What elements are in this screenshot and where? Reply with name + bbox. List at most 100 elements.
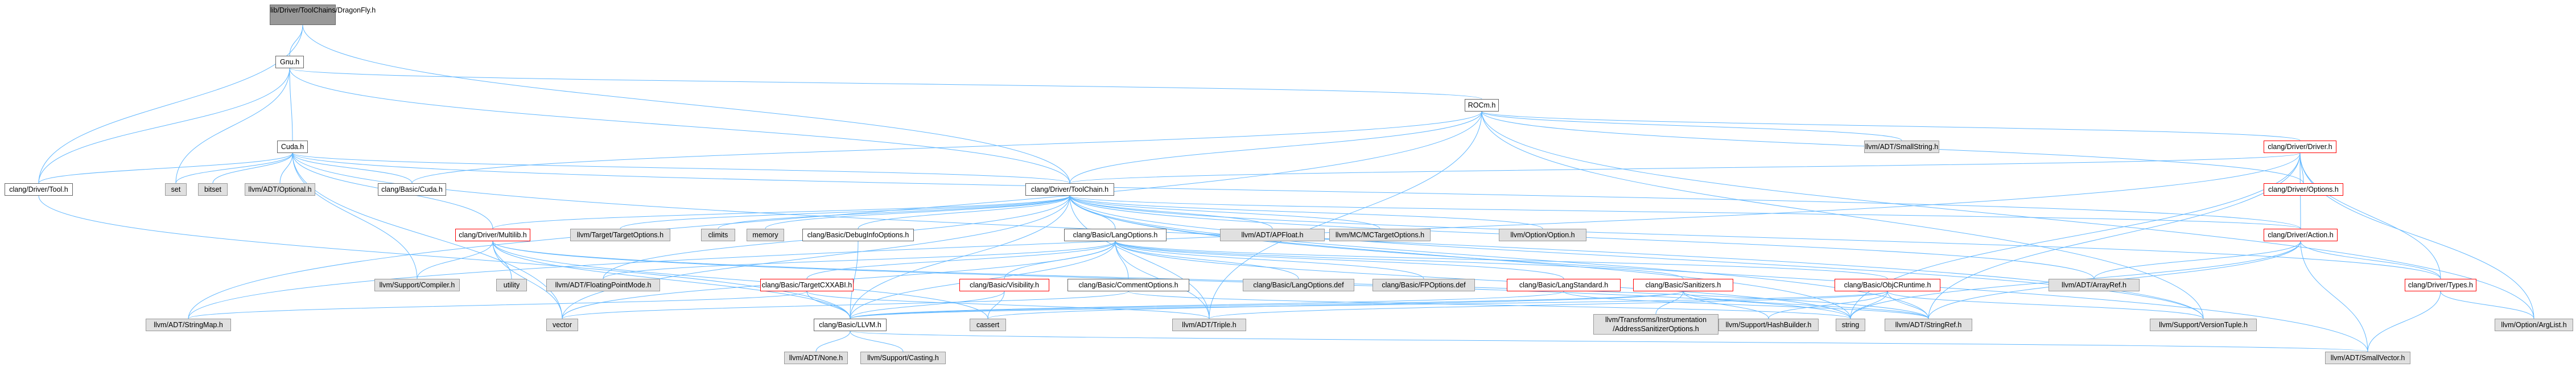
node-climits[interactable]: climits xyxy=(701,229,735,241)
node-memory[interactable]: memory xyxy=(747,229,784,241)
node-mctarget[interactable]: llvm/MC/MCTargetOptions.h xyxy=(1329,229,1431,241)
node-utility[interactable]: utility xyxy=(496,279,527,291)
node-option-h[interactable]: llvm/Option/Option.h xyxy=(1499,229,1586,241)
node-fpoptions-def[interactable]: clang/Basic/FPOptions.def xyxy=(1373,279,1475,291)
edge-types_h-to-smallvector xyxy=(2367,291,2441,352)
edge-targetcxxabi-to-stringmap xyxy=(188,291,807,319)
edge-driver_h-to-stringref xyxy=(1928,152,2301,319)
node-driver-h[interactable]: clang/Driver/Driver.h xyxy=(2264,141,2336,153)
edge-commentoptions-to-vector xyxy=(562,291,1129,319)
node-langstandard[interactable]: clang/Basic/LangStandard.h xyxy=(1507,279,1621,291)
node-set[interactable]: set xyxy=(165,183,187,196)
edge-rocm_h-to-smallstring xyxy=(1481,111,1902,141)
node-label: vector xyxy=(552,321,572,329)
node-cuda-h[interactable]: Cuda.h xyxy=(277,141,308,153)
edge-cuda_h-to-support_compiler xyxy=(292,152,418,279)
node-versiontuple[interactable]: llvm/Support/VersionTuple.h xyxy=(2150,319,2257,331)
node-objcruntime[interactable]: clang/Basic/ObjCRuntime.h xyxy=(1835,279,1940,291)
edge-toolchain_h-to-action_h xyxy=(1069,195,2301,229)
node-toolchain-h[interactable]: clang/Driver/ToolChain.h xyxy=(1025,183,1114,196)
edge-basic_llvm-to-casting xyxy=(850,331,904,352)
node-dragonfly-h[interactable]: lib/Driver/ToolChains/DragonFly.h xyxy=(270,5,376,25)
node-label: llvm/ADT/SmallString.h xyxy=(1865,143,1939,151)
edge-langoptions_h-to-floatingpoint xyxy=(603,241,1116,279)
node-label: llvm/Support/HashBuilder.h xyxy=(1725,321,1812,329)
node-options-h[interactable]: clang/Driver/Options.h xyxy=(2264,183,2343,196)
node-label: lib/Driver/ToolChains/DragonFly.h xyxy=(270,6,376,14)
node-target-options[interactable]: llvm/Target/TargetOptions.h xyxy=(570,229,670,241)
node-sanitizers[interactable]: clang/Basic/Sanitizers.h xyxy=(1633,279,1733,291)
edge-multilib_h-to-cassert xyxy=(492,241,988,319)
edge-cuda_h-to-driver_tool_h xyxy=(38,152,293,184)
node-label: llvm/Support/Casting.h xyxy=(867,354,939,362)
edge-toolchain_h-to-types_h xyxy=(1069,195,2441,279)
node-label: utility xyxy=(503,281,520,289)
node-multilib-h[interactable]: clang/Driver/Multilib.h xyxy=(455,229,530,241)
node-types-h[interactable]: clang/Driver/Types.h xyxy=(2405,279,2476,291)
node-label: Gnu.h xyxy=(279,58,300,66)
edge-cuda_h-to-bitset xyxy=(212,152,293,184)
node-langoptions-h[interactable]: clang/Basic/LangOptions.h xyxy=(1064,229,1167,241)
node-targetcxxabi[interactable]: clang/Basic/TargetCXXABI.h xyxy=(760,279,854,291)
edge-sanitizers-to-stringref xyxy=(1683,291,1929,319)
node-stringref[interactable]: llvm/ADT/StringRef.h xyxy=(1885,319,1972,331)
node-label: cassert xyxy=(976,321,1000,329)
node-action-h[interactable]: clang/Driver/Action.h xyxy=(2264,229,2338,241)
node-label: Cuda.h xyxy=(281,143,304,151)
edge-toolchain_h-to-stringref xyxy=(1069,195,1929,319)
edge-toolchain_h-to-mctarget xyxy=(1069,195,1380,229)
node-label: clang/Driver/ToolChain.h xyxy=(1031,186,1109,193)
node-vector[interactable]: vector xyxy=(546,319,578,331)
node-driver-tool-h[interactable]: clang/Driver/Tool.h xyxy=(5,183,73,196)
edge-multilib_h-to-vector xyxy=(492,241,563,319)
node-arglist[interactable]: llvm/Option/ArgList.h xyxy=(2495,319,2573,331)
edge-objcruntime-to-basic_llvm xyxy=(850,291,1888,319)
node-gnu-h[interactable]: Gnu.h xyxy=(275,56,304,68)
node-casting[interactable]: llvm/Support/Casting.h xyxy=(860,352,946,364)
edge-gnu_h-to-cuda_h xyxy=(289,68,293,141)
node-stringmap[interactable]: llvm/ADT/StringMap.h xyxy=(146,319,231,331)
edge-sanitizers-to-cassert xyxy=(987,291,1684,319)
edge-langoptions_h-to-string xyxy=(1115,241,1851,319)
edge-visibility-to-basic_llvm xyxy=(850,291,1005,319)
node-langoptions-def[interactable]: clang/Basic/LangOptions.def xyxy=(1243,279,1354,291)
edge-objcruntime-to-stringref xyxy=(1887,291,1929,319)
edge-rocm_h-to-basic_cuda xyxy=(411,111,1482,184)
node-bitset[interactable]: bitset xyxy=(198,183,228,196)
node-rocm-h[interactable]: ROCm.h xyxy=(1465,99,1499,112)
edge-gnu_h-to-driver_tool_h xyxy=(38,68,290,184)
node-triple[interactable]: llvm/ADT/Triple.h xyxy=(1172,319,1246,331)
edge-visibility-to-cassert xyxy=(987,291,1005,319)
edge-objcruntime-to-triple xyxy=(1209,291,1888,319)
node-cassert[interactable]: cassert xyxy=(970,319,1006,331)
node-arrayref[interactable]: llvm/ADT/ArrayRef.h xyxy=(2049,279,2140,291)
node-smallvector[interactable]: llvm/ADT/SmallVector.h xyxy=(2325,352,2410,364)
node-smallstring[interactable]: llvm/ADT/SmallString.h xyxy=(1864,141,1939,153)
node-floatingpoint[interactable]: llvm/ADT/FloatingPointMode.h xyxy=(546,279,660,291)
edge-root-to-driver_tool_h xyxy=(38,24,303,184)
edge-toolchain_h-to-target_options xyxy=(620,195,1070,229)
node-commentoptions[interactable]: clang/Basic/CommentOptions.h xyxy=(1068,279,1189,291)
node-basic-cuda-h[interactable]: clang/Basic/Cuda.h xyxy=(378,183,446,196)
node-llvm-optional[interactable]: llvm/ADT/Optional.h xyxy=(245,183,315,196)
node-hashbuilder[interactable]: llvm/Support/HashBuilder.h xyxy=(1718,319,1819,331)
node-none-h[interactable]: llvm/ADT/None.h xyxy=(784,352,848,364)
node-sanitizeroptions[interactable]: llvm/Transforms/Instrumentation /Address… xyxy=(1593,314,1718,335)
node-apfloat[interactable]: llvm/ADT/APFloat.h xyxy=(1220,229,1325,241)
node-label: llvm/ADT/FloatingPointMode.h xyxy=(555,281,652,289)
node-support-compiler[interactable]: llvm/Support/Compiler.h xyxy=(374,279,460,291)
node-label: llvm/ADT/SmallVector.h xyxy=(2330,354,2405,362)
edge-cuda_h-to-set xyxy=(175,152,293,184)
edge-debuginfo-to-basic_llvm xyxy=(850,241,859,319)
node-label: llvm/MC/MCTargetOptions.h xyxy=(1335,231,1425,239)
node-label: clang/Basic/CommentOptions.h xyxy=(1078,281,1178,289)
node-string[interactable]: string xyxy=(1836,319,1865,331)
edge-rocm_h-to-versiontuple xyxy=(1481,111,2204,319)
node-label: clang/Driver/Driver.h xyxy=(2268,143,2332,151)
node-label: llvm/ADT/StringMap.h xyxy=(154,321,223,329)
edge-toolchain_h-to-multilib_h xyxy=(492,195,1070,229)
node-basic-llvm[interactable]: clang/Basic/LLVM.h xyxy=(814,319,887,331)
edge-sanitizers-to-basic_llvm xyxy=(850,291,1684,319)
node-debuginfo[interactable]: clang/Basic/DebugInfoOptions.h xyxy=(802,229,914,241)
node-visibility[interactable]: clang/Basic/Visibility.h xyxy=(959,279,1049,291)
